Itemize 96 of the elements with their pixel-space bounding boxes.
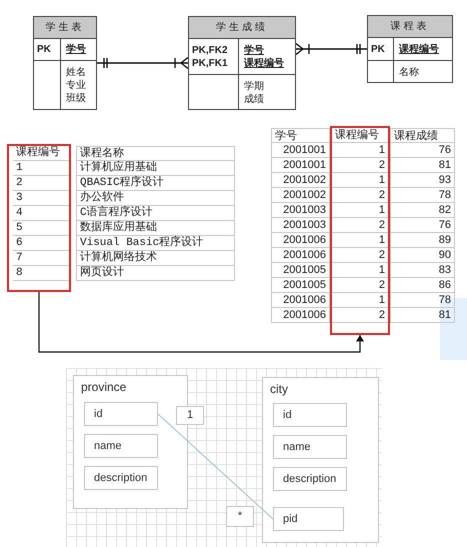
score-value: 93	[438, 173, 451, 187]
arrow	[38, 292, 364, 353]
student-id: 2001002	[283, 188, 326, 202]
score-value: 86	[438, 278, 451, 292]
student-id: 2001002	[283, 173, 326, 187]
class-box	[262, 377, 379, 543]
column-header: 课程成绩	[394, 128, 438, 142]
entity-table	[367, 15, 453, 83]
course-id: 1	[378, 263, 385, 277]
key-label: PK,FK1	[192, 56, 228, 70]
course-id: 1	[378, 293, 385, 307]
field-box: description	[273, 467, 347, 491]
course-id: 2	[378, 158, 385, 172]
course-id: 8	[16, 266, 23, 280]
course-id: 2	[378, 218, 385, 232]
column-header: 学号	[275, 128, 297, 142]
student-id: 2001006	[283, 248, 326, 262]
score-value: 78	[438, 188, 451, 202]
field-box: id	[273, 403, 347, 427]
relationship-line	[97, 56, 189, 70]
attribute-field: 成绩	[244, 93, 264, 106]
course-id: 4	[16, 206, 23, 220]
class-title: city	[269, 381, 288, 396]
course-id: 5	[16, 221, 23, 235]
entity-header: 学生表	[34, 17, 96, 39]
column-header: 课程编号	[335, 128, 379, 142]
student-id: 2001001	[283, 143, 326, 157]
course-id: 1	[16, 161, 23, 175]
course-id: 1	[378, 203, 385, 217]
field-box: name	[84, 434, 158, 458]
student-id: 2001003	[283, 203, 326, 217]
attribute-field: 学期	[244, 80, 264, 93]
student-id: 2001006	[283, 233, 326, 247]
course-name: 数据库应用基础	[80, 221, 157, 235]
primary-key-field: 课程编号	[399, 42, 439, 56]
course-id: 6	[16, 236, 23, 250]
data-table	[271, 126, 455, 335]
class-box	[73, 375, 188, 509]
attribute-field: 名称	[399, 66, 419, 79]
association-line	[158, 414, 274, 520]
column-header: 课程名称	[80, 146, 124, 160]
entity-table	[33, 16, 97, 110]
class-title: province	[80, 379, 126, 394]
attribute-field: 班级	[66, 92, 86, 105]
student-id: 2001005	[283, 278, 326, 292]
score-value: 81	[438, 158, 451, 172]
score-value: 76	[438, 143, 451, 157]
column-header: 课程编号	[16, 146, 60, 160]
primary-key-field: 学号	[66, 43, 86, 56]
field-box: description	[84, 466, 158, 490]
course-name: QBASIC程序设计	[80, 176, 164, 190]
student-id: 2001005	[283, 263, 326, 277]
attribute-field: 姓名	[66, 66, 86, 79]
relationship-line	[295, 42, 367, 56]
primary-key-field: 课程编号	[244, 56, 284, 70]
course-name: 办公软件	[80, 191, 124, 205]
course-id: 2	[378, 308, 385, 322]
student-id: 2001006	[283, 293, 326, 307]
course-name: C语言程序设计	[80, 206, 153, 220]
course-name: 网页设计	[80, 266, 124, 280]
data-table	[7, 144, 235, 292]
score-value: 83	[438, 263, 451, 277]
field-box: name	[273, 435, 347, 459]
student-id: 2001006	[283, 308, 326, 322]
entity-table	[188, 16, 296, 110]
student-id: 2001001	[283, 158, 326, 172]
field-box: id	[84, 402, 158, 426]
course-id: 1	[378, 233, 385, 247]
entity-header: 课程表	[368, 16, 452, 38]
course-name: 计算机应用基础	[80, 161, 157, 175]
entity-header: 学生成绩	[189, 17, 295, 39]
course-id: 7	[16, 251, 23, 265]
attribute-field: 专业	[66, 79, 86, 92]
score-value: 78	[438, 293, 451, 307]
score-value: 82	[438, 203, 451, 217]
course-id: 1	[378, 143, 385, 157]
course-id: 2	[378, 188, 385, 202]
course-id: 2	[378, 248, 385, 262]
course-name: 计算机网络技术	[80, 251, 157, 265]
course-id: 2	[16, 176, 23, 190]
key-label: PK,FK2	[192, 44, 228, 56]
key-label: PK	[37, 43, 51, 56]
score-value: 90	[438, 248, 451, 262]
multiplicity-label: 1	[176, 406, 204, 425]
field-box: pid	[273, 507, 344, 531]
key-label: PK	[371, 42, 385, 56]
student-id: 2001003	[283, 218, 326, 232]
score-value: 76	[438, 218, 451, 232]
primary-key-field: 学号	[244, 44, 264, 56]
multiplicity-label: *	[226, 506, 254, 527]
course-id: 3	[16, 191, 23, 205]
score-value: 89	[438, 233, 451, 247]
course-name: Visual Basic程序设计	[80, 236, 204, 250]
course-id: 2	[378, 278, 385, 292]
score-value: 81	[438, 308, 451, 322]
course-id: 1	[378, 173, 385, 187]
